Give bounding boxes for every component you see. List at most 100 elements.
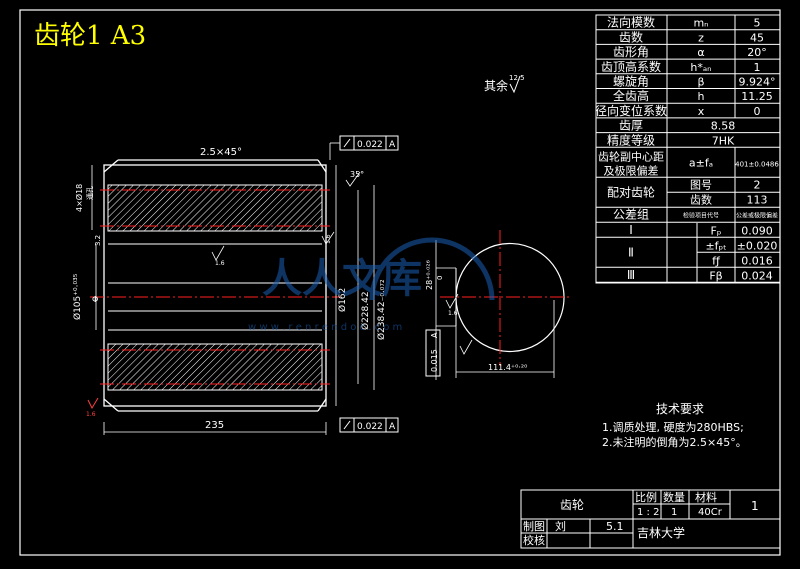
key-width-dim: 111.4⁺⁰·²⁰ xyxy=(488,363,527,372)
tol-bottom-value: 0.022 xyxy=(357,422,383,432)
tb-school: 吉林大学 xyxy=(637,525,685,540)
tol-item-symbol: fƒ xyxy=(712,254,721,267)
tol-header-col3: 公差或极限偏差 xyxy=(736,211,778,219)
param-symbol: mₙ xyxy=(693,17,708,30)
drawing-title: 齿轮1 A3 xyxy=(34,21,146,51)
phi-mark: Φ xyxy=(92,295,98,304)
roughness-1-6-b: 1.6 xyxy=(86,411,96,418)
surface-note: 其余 xyxy=(484,78,508,93)
tol-top-value: 0.022 xyxy=(357,140,383,150)
tol-item-symbol: Fₚ xyxy=(710,224,721,237)
tech-req-item-1: 1.调质处理, 硬度为280HBS; xyxy=(602,420,744,434)
thickness-label: 齿厚 xyxy=(619,119,643,133)
tb-material-value: 40Cr xyxy=(698,507,723,518)
param-label: 齿顶高系数 xyxy=(601,59,661,74)
width-dim: 235 xyxy=(205,420,224,431)
tol-item-value: 0.024 xyxy=(741,269,773,282)
key-tol-value: 0.015 xyxy=(430,349,439,372)
tip-dim: Ø238.42₋₀.₀₇₂ xyxy=(376,279,387,340)
mating-teeth-label: 齿数 xyxy=(690,193,712,206)
tol-top-datum: A xyxy=(389,140,396,150)
param-value: 45 xyxy=(750,31,764,44)
parameter-table xyxy=(595,14,781,284)
hole-note: 通孔 xyxy=(85,186,94,200)
key-tol-datum: A xyxy=(430,332,439,338)
watermark: 人人文库 w w w . r e n r e n d o c . c o m xyxy=(248,237,495,333)
param-symbol: α xyxy=(697,46,704,59)
tb-qty-value: 1 xyxy=(671,507,677,518)
watermark-url: w w w . r e n r e n d o c . c o m xyxy=(248,322,402,333)
roughness-1-6-c: 1.6 xyxy=(325,234,332,244)
tol-item-symbol: ±fₚₜ xyxy=(705,239,726,252)
mating-teeth-value: 113 xyxy=(747,193,768,206)
tol-item-value: ±0.020 xyxy=(737,239,778,252)
key-depth-lower: 0 xyxy=(436,276,444,280)
tech-req-title: 技术要求 xyxy=(656,402,704,416)
thickness-value: 8.58 xyxy=(711,120,736,133)
roughness-3-2: 3.2 xyxy=(94,235,102,246)
tb-material-label: 材料 xyxy=(695,490,717,504)
param-symbol: x xyxy=(698,105,705,118)
tol-item-symbol: Fβ xyxy=(709,269,722,282)
param-symbol: h*ₐₙ xyxy=(690,61,711,74)
param-value: 20° xyxy=(747,46,767,59)
mating-drawing-value: 2 xyxy=(754,178,761,191)
tol-group-name: Ⅰ xyxy=(629,223,633,237)
param-label: 齿数 xyxy=(619,29,643,44)
param-label: 齿形角 xyxy=(613,45,649,59)
accuracy-value: 7HK xyxy=(712,134,735,147)
param-label: 螺旋角 xyxy=(613,75,649,89)
accuracy-label: 精度等级 xyxy=(607,132,655,147)
param-value: 11.25 xyxy=(741,90,773,103)
tb-scale-label: 比例 xyxy=(635,490,657,504)
tb-sheet-no: 1 xyxy=(751,499,759,513)
tol-header-label: 公差组 xyxy=(613,207,649,221)
param-label: 全齿高 xyxy=(613,88,649,103)
tb-date: 5.1 xyxy=(606,520,624,533)
chamfer-dim: 2.5×45° xyxy=(200,147,242,158)
center-dev-symbol: a±fₐ xyxy=(689,156,713,169)
tb-scale-value: 1 : 2 xyxy=(637,507,659,518)
mating-drawing-label: 图号 xyxy=(690,178,712,191)
bore-side-view xyxy=(425,230,570,380)
hub-dim: Ø162 xyxy=(337,288,348,312)
center-dev-label-1: 齿轮副中心距 xyxy=(598,149,664,163)
param-value: 0 xyxy=(754,105,761,118)
tb-drawn-label: 制图 xyxy=(523,520,545,533)
bore-dim: Ø105⁺⁰·⁰³⁵ xyxy=(72,273,83,320)
gear-section-view xyxy=(87,135,399,435)
tb-check-label: 校核 xyxy=(523,533,545,547)
param-label: 法向模数 xyxy=(607,15,655,30)
tb-qty-label: 数量 xyxy=(663,491,685,504)
center-dev-value: 401±0.0486 xyxy=(735,160,779,168)
surface-note-value: 12.5 xyxy=(509,74,525,82)
roughness-1-6-a: 1.6 xyxy=(215,260,225,267)
roughness-symbol xyxy=(509,75,521,94)
param-symbol: β xyxy=(697,76,704,89)
angle-dim: 35° xyxy=(350,170,364,179)
param-value: 1 xyxy=(754,61,761,74)
tol-item-value: 0.016 xyxy=(741,254,773,267)
tol-header-col2: 检验项目代号 xyxy=(683,211,719,219)
title-block xyxy=(520,489,781,549)
watermark-text: 人人文库 xyxy=(262,256,422,302)
ref-dim: Ø228.42 xyxy=(360,291,371,330)
tol-item-value: 0.090 xyxy=(741,224,773,237)
hole-dim: 4×Ø18 xyxy=(74,184,84,212)
param-value: 9.924° xyxy=(739,76,776,89)
param-symbol: z xyxy=(698,31,704,44)
mating-label: 配对齿轮 xyxy=(607,185,655,199)
tb-drawn-name: 刘 xyxy=(555,520,566,533)
tol-bottom-datum: A xyxy=(389,422,396,432)
param-symbol: h xyxy=(698,90,705,103)
param-value: 5 xyxy=(754,17,761,30)
param-label: 径向变位系数 xyxy=(595,103,667,118)
tb-part-name: 齿轮 xyxy=(560,498,584,512)
tech-req-item-2: 2.未注明的倒角为2.5×45°。 xyxy=(602,435,747,449)
tol-group-name: Ⅱ xyxy=(628,245,634,259)
key-depth-dim: 28⁺⁰·⁰²⁶ xyxy=(425,260,434,290)
center-dev-label-2: 及极限偏差 xyxy=(604,163,659,177)
roughness-1-6-d: 1.6 xyxy=(448,310,458,317)
